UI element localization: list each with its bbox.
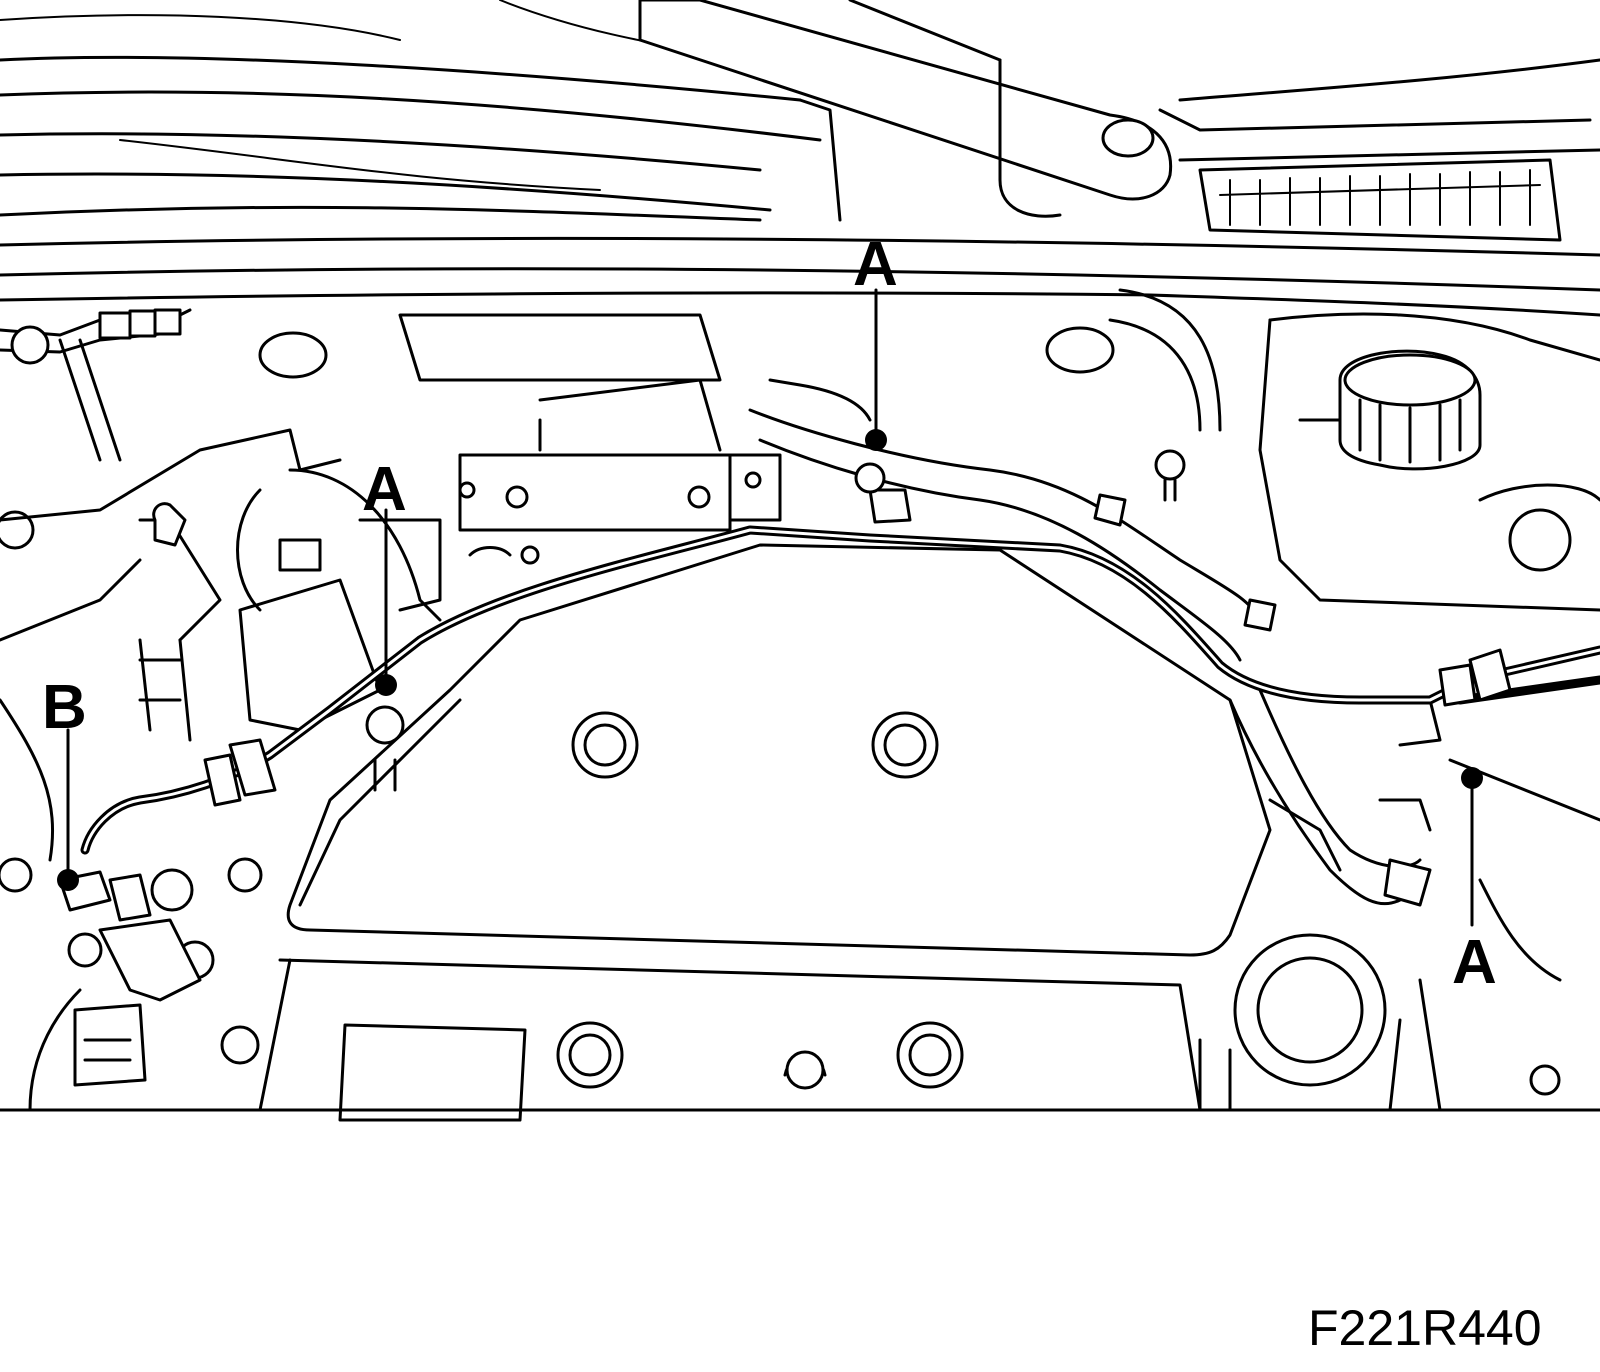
engine-cover [286, 543, 1272, 957]
oil-filler [1198, 698, 1600, 1112]
left-lower-components [0, 698, 405, 1112]
coolant-hose [748, 378, 1277, 662]
vent-grille [1198, 158, 1562, 242]
figure-id: F221R440 [1308, 1300, 1542, 1356]
wiper-arm [638, 0, 1173, 218]
cover-bolts [556, 711, 964, 1090]
callout-a-center: A [853, 230, 898, 451]
throttle-body [0, 428, 442, 742]
callout-b-dot [57, 869, 79, 891]
callout-a-center-label: A [853, 230, 898, 299]
scuttle-panel [0, 236, 1600, 317]
lower-engine-block [0, 958, 1600, 1122]
cowl-area [0, 0, 1600, 222]
harness-clips [58, 462, 1512, 922]
callout-a-left-label: A [362, 455, 407, 524]
brake-line [0, 308, 192, 462]
callout-a-right-dot [1461, 767, 1483, 789]
coolant-reservoir [1154, 312, 1600, 612]
callout-b-label: B [42, 673, 87, 742]
callout-a-right-label: A [1452, 928, 1497, 997]
valve-block [398, 313, 782, 565]
callout-a-center-dot [865, 429, 887, 451]
callout-a-left: A [362, 455, 407, 696]
callout-a-right: A [1452, 767, 1497, 997]
callout-b: B [42, 673, 87, 891]
callout-a-left-dot [375, 674, 397, 696]
body-panel-holes [0, 326, 1572, 572]
reservoir-hose [1108, 288, 1432, 907]
